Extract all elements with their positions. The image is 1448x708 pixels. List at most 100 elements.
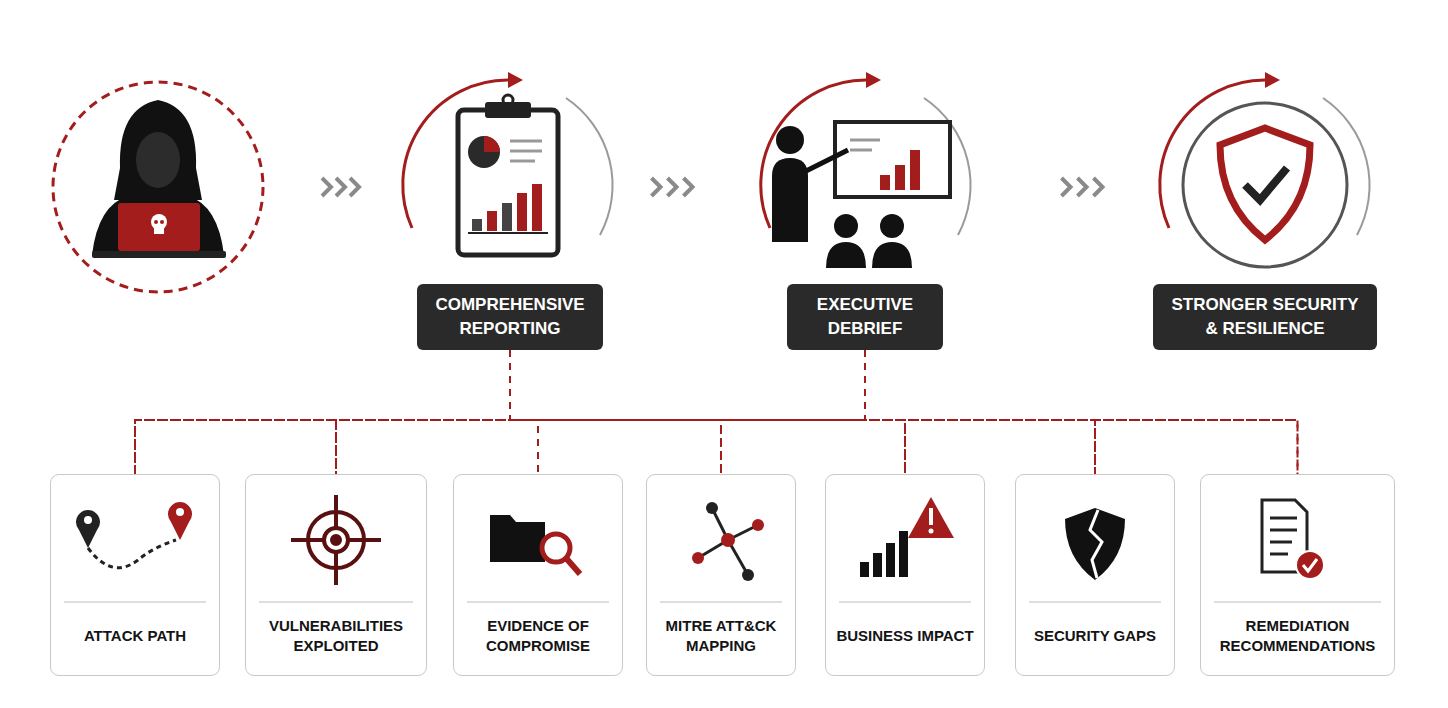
output-card: BUSINESS IMPACT [825,474,985,676]
folder-search-icon [566,558,580,574]
dashed-connector [336,350,510,474]
hacker-icon [92,251,226,258]
presentation-icon [850,149,872,152]
presentation-icon [910,150,920,190]
presentation-icon [834,214,858,238]
dashed-connector [510,350,721,474]
report-icon [502,203,512,231]
dashed-connector [510,350,1298,474]
presentation-icon [804,150,848,172]
target-icon [334,552,338,585]
card-divider [64,601,206,603]
remediation-doc-icon [1303,559,1317,571]
card-divider [64,601,1381,603]
card-label: MITRE ATT&CK MAPPING [655,605,787,667]
hacker-icon [92,196,224,255]
presentation-icon [880,214,904,238]
flow-chevrons [322,178,359,196]
map-pin-icon [76,510,100,548]
dashed-connector [865,350,905,474]
presentation-icon [895,165,905,190]
card-label: ATTACK PATH [59,605,211,667]
shield-icon [1245,168,1287,200]
dashed-connector [865,350,1095,474]
map-pin-icon [84,516,92,524]
impact-chart-icon [886,543,895,577]
stage-node: STRONGER SECURITY & RESILIENCE [1150,70,1380,350]
network-icon [752,519,764,531]
presentation-icon [772,158,808,242]
broken-shield-icon [1065,508,1125,580]
shield-icon [1183,103,1347,267]
network-icon [692,502,764,581]
card-label: VULNERABILITIES EXPLOITED [254,605,418,667]
folder-search-icon [490,515,580,574]
broken-shield-icon [1090,510,1102,578]
map-pin-icon [88,540,176,568]
impact-chart-icon [860,497,954,577]
stage-node: COMPREHENSIVE REPORTING [390,70,630,350]
impact-chart-icon [873,553,882,577]
shield-icon [1183,103,1347,267]
chevron-arrow [1062,178,1103,196]
impact-chart-icon [860,562,869,577]
hacker-icon [114,100,202,200]
dashed-connector [538,350,865,474]
chevron-arrow [652,178,693,196]
report-icon [510,160,535,163]
card-divider [1214,601,1381,603]
impact-chart-icon [908,497,954,538]
network-icon [742,569,754,581]
cycle-arc [508,72,523,88]
presentation-icon [835,122,950,197]
presentation-icon [872,242,912,268]
target-icon [332,536,340,544]
remediation-doc-icon [1270,529,1297,532]
target-icon [348,538,381,542]
stage-node: EXECUTIVE DEBRIEF [715,70,1015,350]
card-divider [660,601,782,603]
network-icon [721,533,735,547]
cycle-arc [1160,72,1370,235]
output-card: REMEDIATION RECOMMENDATIONS [1200,474,1395,676]
dashed-connector [510,350,1095,474]
card-divider [839,601,971,603]
presentation-icon [776,126,804,154]
target-icon [324,528,348,552]
card-divider [467,601,609,603]
folder-search-icon [490,515,545,562]
cycle-arc [566,98,613,235]
target-icon [291,495,381,585]
hacker-icon [53,82,263,292]
hacker-icon [53,82,263,292]
flow-chevrons [336,178,345,196]
dashed-connector [721,350,865,474]
impact-chart-icon [929,508,933,525]
network-icon [706,502,718,514]
null [698,508,758,575]
shield-icon [1220,128,1310,240]
dashed-connector [135,350,510,474]
cycle-arc [1160,80,1265,228]
report-icon [484,136,500,152]
folder-search-icon [542,534,570,562]
report-icon [458,95,558,255]
remediation-doc-icon [1270,517,1297,520]
hacker-icon [118,203,200,251]
dashed-connector [510,350,905,474]
hacker-icon [154,220,158,224]
broken-shield-icon [1065,508,1125,580]
dashed-connector [135,350,865,474]
report-icon [510,140,542,143]
report-icon [468,232,548,234]
output-card: ATTACK PATH [50,474,220,676]
output-card: SECURITY GAPS [1015,474,1175,676]
map-pin-icon [168,502,192,540]
stage-label: STRONGER SECURITY & RESILIENCE [1153,284,1377,350]
map-pin-icon [176,508,184,516]
card-label: SECURITY GAPS [1024,605,1166,667]
report-icon [468,136,500,168]
presentation-icon [850,139,880,142]
presentation-icon [880,175,890,190]
